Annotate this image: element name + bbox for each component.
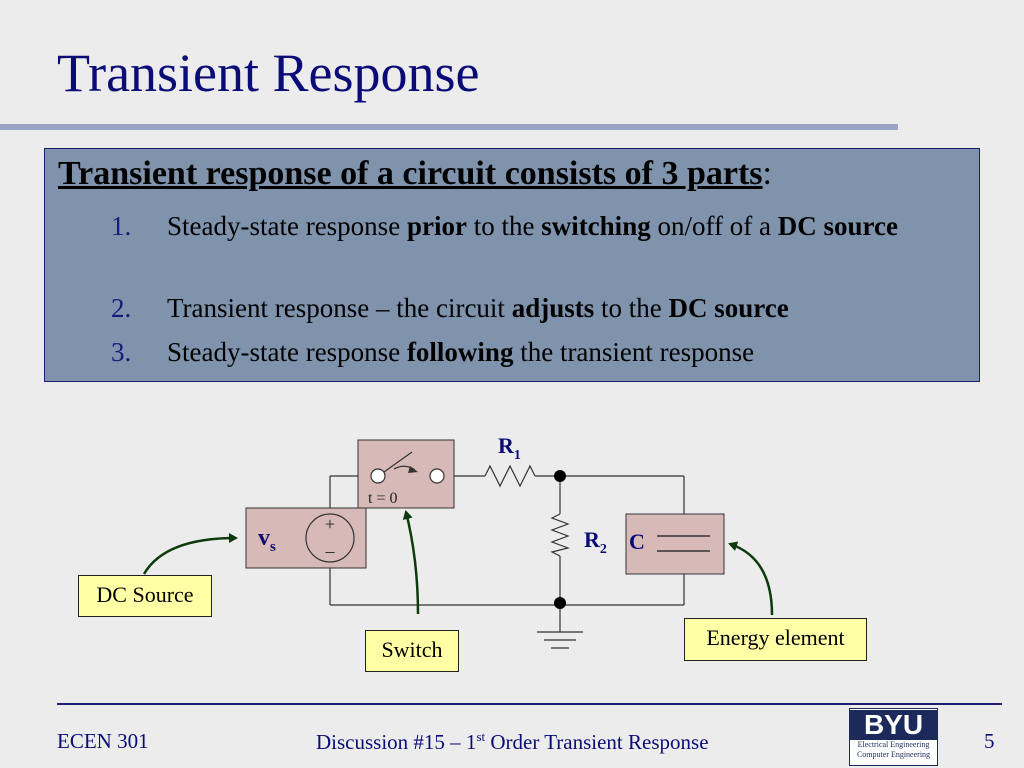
footer-title-sup: st [476, 729, 486, 744]
switch-arrow [402, 510, 420, 615]
footer-divider [57, 703, 1002, 705]
list-number: 3. [111, 337, 132, 367]
dc-source-callout: DC Source [78, 575, 212, 617]
emphasis-text: DC source [668, 293, 789, 323]
r1-label: R1 [498, 433, 521, 463]
switch-callout: Switch [365, 630, 459, 672]
content-box: Transient response of a circuit consists… [44, 148, 980, 382]
box-heading: Transient response of a circuit consists… [58, 155, 772, 193]
ground-symbol [537, 631, 583, 649]
capacitor-box [625, 513, 725, 575]
switch-time-label: t = 0 [368, 490, 397, 507]
emphasis-text: prior [406, 211, 467, 241]
energy-element-callout: Energy element [684, 618, 867, 661]
emphasis-text: following [406, 337, 514, 367]
byu-logo-line1: Electrical Engineering [857, 740, 930, 749]
energy-arrow [728, 541, 774, 616]
switch-blade [383, 451, 413, 473]
voltage-source-symbol [305, 513, 355, 563]
source-plus: + [325, 514, 335, 534]
page-number: 5 [984, 729, 995, 753]
dc-source-arrow [142, 533, 238, 575]
switch-contact-right [429, 468, 445, 484]
body-text: the transient response [513, 337, 755, 367]
switch-contact-left [370, 468, 386, 484]
body-text: to the [594, 293, 669, 323]
body-text: on/off of a [650, 211, 778, 241]
emphasis-text: adjusts [511, 293, 595, 323]
list-text: Transient response – the circuit adjusts… [167, 289, 967, 327]
body-text: to the [466, 211, 542, 241]
node-top [554, 470, 566, 482]
switch-arrowhead [408, 466, 418, 473]
emphasis-text: switching [541, 211, 651, 241]
box-heading-colon: : [762, 155, 772, 192]
r2-label: R2 [584, 527, 607, 557]
node-bottom [554, 597, 566, 609]
body-text: Transient response – the circuit [167, 293, 512, 323]
resistor-r1 [484, 464, 536, 488]
footer-course: ECEN 301 [57, 729, 149, 753]
capacitor-label: C [629, 529, 645, 554]
callout-arrows [142, 510, 774, 616]
byu-logo: BYU Electrical Engineering Computer Engi… [849, 708, 938, 766]
emphasis-text: DC source [777, 211, 898, 241]
list-text: Steady-state response prior to the switc… [167, 207, 967, 245]
footer-title-post: Order Transient Response [485, 730, 709, 754]
footer-title: Discussion #15 – 1st Order Transient Res… [316, 729, 709, 755]
slide-title: Transient Response [57, 43, 480, 103]
resistor-r2 [550, 513, 571, 557]
source-minus: – [325, 541, 336, 561]
body-text: Steady-state response [167, 337, 407, 367]
byu-logo-line2: Computer Engineering [856, 750, 931, 759]
box-heading-text: Transient response of a circuit consists… [58, 155, 763, 192]
list-text: Steady-state response following the tran… [167, 333, 967, 371]
vs-label: vs [258, 525, 276, 555]
list-number: 2. [111, 293, 132, 323]
list-number: 1. [111, 211, 132, 241]
title-divider [0, 124, 898, 130]
body-text: Steady-state response [167, 211, 407, 241]
footer-title-pre: Discussion #15 – 1 [316, 730, 477, 754]
byu-logo-text: BYU [850, 710, 937, 740]
